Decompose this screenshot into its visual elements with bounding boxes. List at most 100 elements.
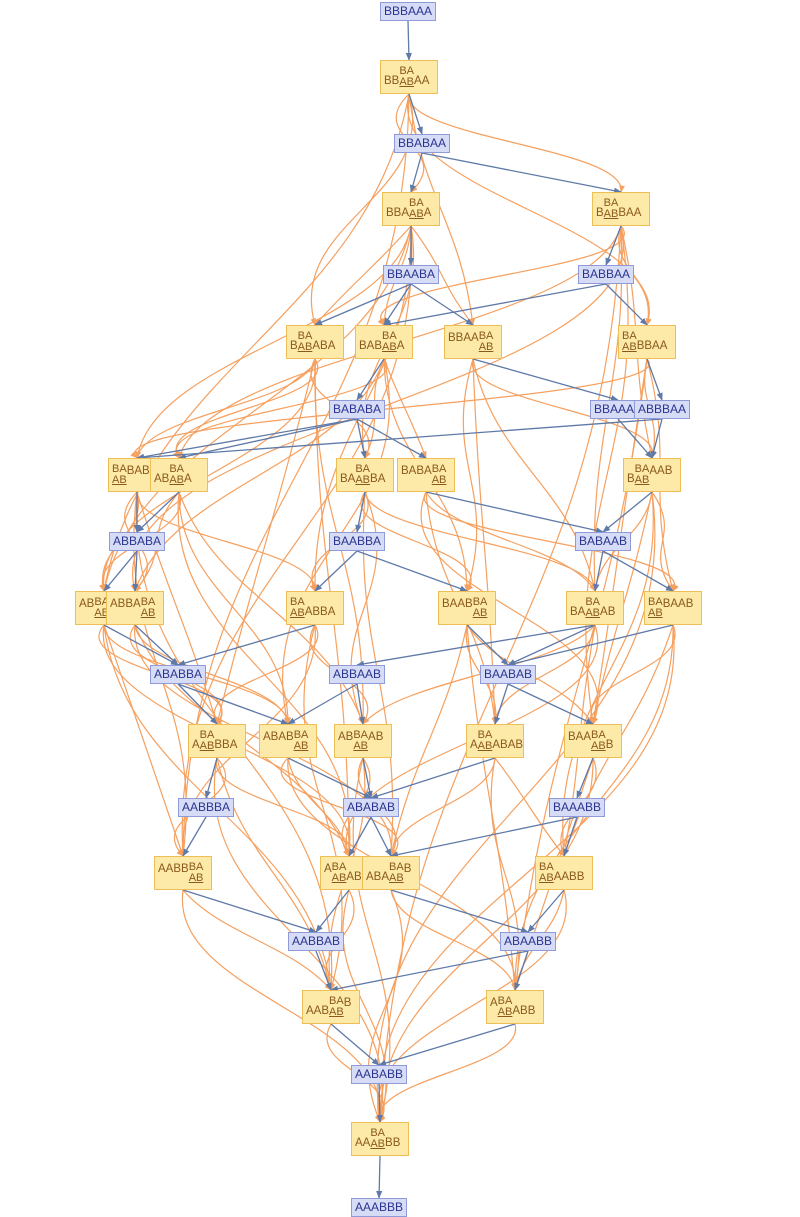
evolution-edge xyxy=(370,757,496,799)
state-node[interactable]: BBAAAB xyxy=(590,400,647,419)
causal-edge xyxy=(180,93,410,857)
causal-edge xyxy=(136,491,218,725)
evolution-edge xyxy=(617,418,653,459)
causal-edge xyxy=(651,491,674,592)
evolution-edge xyxy=(494,683,509,725)
causal-edge xyxy=(376,624,675,1123)
causal-edge xyxy=(377,757,594,1123)
state-node[interactable]: BBABAA xyxy=(394,134,451,153)
causal-edge xyxy=(172,358,388,459)
causal-edge xyxy=(135,225,412,459)
evolution-edge xyxy=(356,550,468,592)
evolution-edge xyxy=(383,283,412,326)
evolution-edge xyxy=(507,624,596,666)
evolution-edge xyxy=(177,683,289,725)
causal-edge xyxy=(383,358,427,459)
causal-edge xyxy=(216,757,333,991)
state-node[interactable]: ABBAAB xyxy=(329,665,386,684)
evolution-edge xyxy=(390,889,529,933)
evolution-edge xyxy=(376,1155,383,1199)
causal-edge xyxy=(490,757,520,991)
state-node[interactable]: BAABBA xyxy=(329,532,386,551)
state-node[interactable]: ABABAB xyxy=(343,798,400,817)
evolution-edge xyxy=(605,283,648,326)
evolution-edge xyxy=(132,550,139,592)
state-node[interactable]: BABBAA xyxy=(578,265,635,284)
state-node[interactable]: ABABBA xyxy=(150,665,207,684)
state-node[interactable]: ABBBAA xyxy=(634,400,691,419)
evolution-edge xyxy=(602,550,674,592)
evolution-edge xyxy=(421,152,622,194)
state-node[interactable]: ABAABB xyxy=(500,932,557,951)
causal-edge xyxy=(585,225,629,725)
state-node[interactable]: AAABBB xyxy=(351,1198,408,1217)
evolution-edge xyxy=(605,225,622,266)
state-node[interactable]: ABBABA xyxy=(109,532,166,551)
evolution-edge xyxy=(315,889,350,933)
causal-edge xyxy=(314,225,412,326)
causal-edge xyxy=(215,757,354,857)
causal-edge xyxy=(420,491,599,725)
state-node[interactable]: BAABAB xyxy=(480,665,537,684)
state-node[interactable]: AABBBA xyxy=(178,798,235,817)
state-node[interactable]: BABAAB xyxy=(575,532,632,551)
causal-edge xyxy=(423,491,679,592)
causal-edge xyxy=(425,491,596,592)
causal-edge xyxy=(177,491,353,857)
causal-edge xyxy=(179,624,316,857)
evolution-edge xyxy=(315,950,332,991)
evolution-edge xyxy=(362,757,373,799)
evolution-edge xyxy=(425,491,604,534)
state-node[interactable]: AABBAB xyxy=(288,932,345,951)
evolution-edge xyxy=(356,418,367,459)
evolution-edge xyxy=(410,283,474,326)
evolution-edge xyxy=(314,283,412,326)
evolution-edge xyxy=(405,20,412,61)
state-node[interactable]: BABABA xyxy=(329,400,386,419)
evolution-edge xyxy=(514,950,529,991)
evolution-edge xyxy=(466,624,509,666)
evolution-edge xyxy=(330,1023,380,1066)
causal-edge xyxy=(182,889,332,991)
state-node[interactable]: AABABB xyxy=(351,1065,408,1084)
evolution-edge xyxy=(390,816,578,858)
state-node[interactable]: BBAABA xyxy=(383,265,440,284)
causal-edge xyxy=(303,624,343,991)
evolution-edge xyxy=(330,950,529,992)
state-node[interactable]: BBBAAA xyxy=(380,2,437,21)
evolution-edge xyxy=(650,418,663,459)
state-node[interactable]: BAAABB xyxy=(549,798,606,817)
causal-edge xyxy=(462,358,478,592)
causal-edge xyxy=(390,889,517,991)
causal-edge xyxy=(350,491,378,725)
causal-edge xyxy=(410,225,474,326)
